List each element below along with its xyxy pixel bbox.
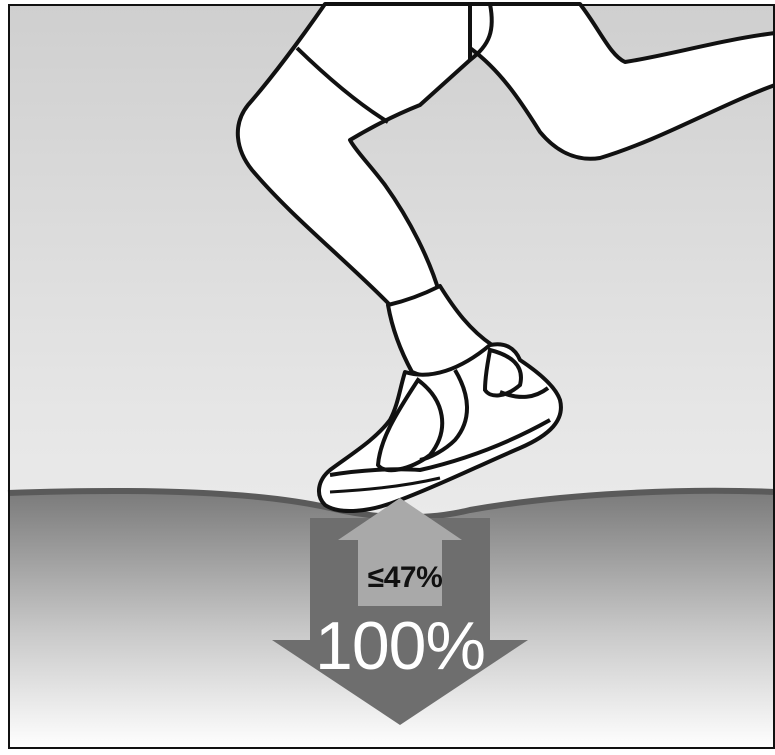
impact-force-label: 100% [300,607,500,685]
return-force-label: ≤47% [352,561,458,595]
